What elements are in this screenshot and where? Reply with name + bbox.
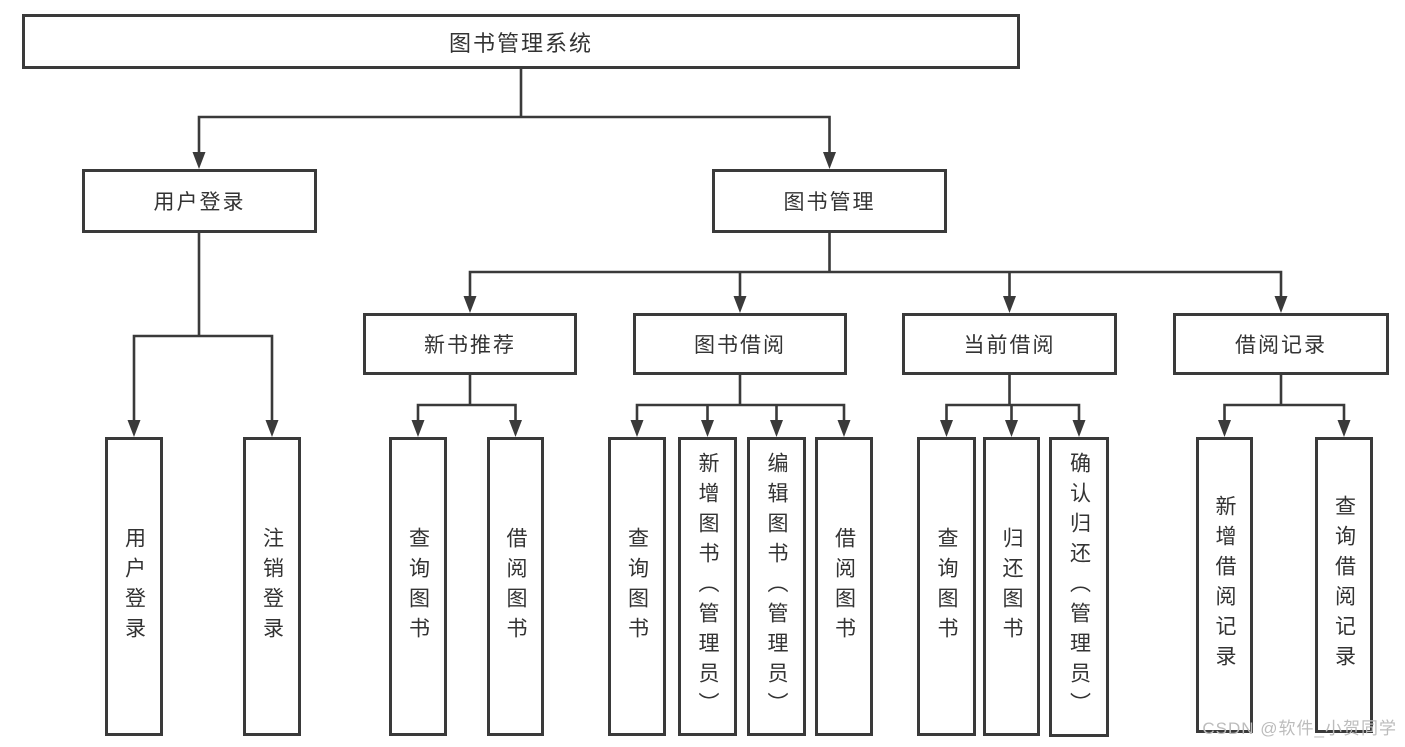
connector-lines — [132, 67, 1346, 422]
node-user-login: 用户登录 — [105, 437, 163, 736]
csdn-watermark: CSDN @软件_小贺同学 — [1202, 719, 1397, 738]
node-borrow-records: 借阅记录 — [1173, 313, 1389, 375]
node-new-book-recommend: 新书推荐 — [363, 313, 577, 375]
node-cb-query-books: 查询图书 — [917, 437, 976, 736]
node-bb-edit-books-admin: 编辑图书（管理员） — [747, 437, 806, 736]
node-book-borrowing: 图书借阅 — [633, 313, 847, 375]
node-rec-borrow-books: 借阅图书 — [487, 437, 544, 736]
node-root: 图书管理系统 — [22, 14, 1020, 69]
node-book-management: 图书管理 — [712, 169, 947, 233]
node-bb-query-books: 查询图书 — [608, 437, 666, 736]
node-cb-confirm-return-admin: 确认归还（管理员） — [1049, 437, 1109, 737]
node-logout: 注销登录 — [243, 437, 301, 736]
node-br-add-record: 新增借阅记录 — [1196, 437, 1253, 733]
node-cb-return-books: 归还图书 — [983, 437, 1040, 736]
node-bb-borrow-books: 借阅图书 — [815, 437, 873, 736]
node-rec-query-books: 查询图书 — [389, 437, 447, 736]
node-current-borrowing: 当前借阅 — [902, 313, 1117, 375]
node-user-login-group: 用户登录 — [82, 169, 317, 233]
node-bb-add-books-admin: 新增图书（管理员） — [678, 437, 737, 736]
node-br-query-record: 查询借阅记录 — [1315, 437, 1373, 733]
